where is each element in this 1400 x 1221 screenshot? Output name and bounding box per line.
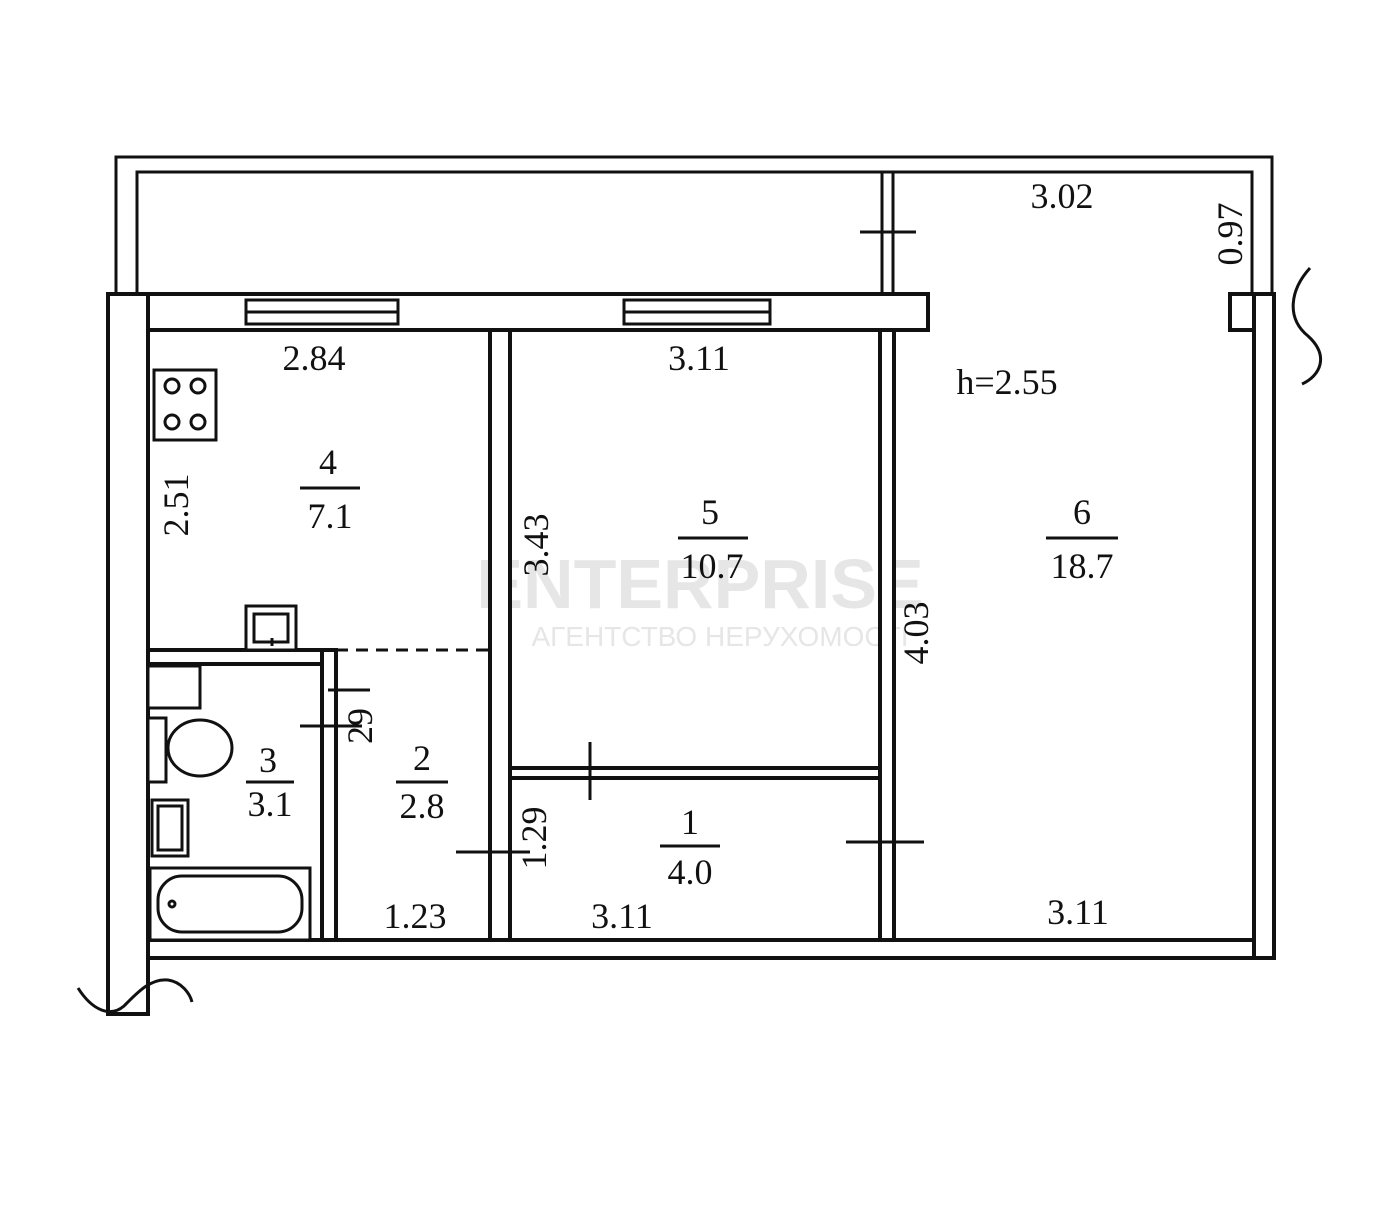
dim-kitchen-width: 2.84 bbox=[283, 338, 346, 378]
kitchen-sink-icon bbox=[244, 604, 298, 652]
dim-room6-width-bottom: 3.11 bbox=[1047, 892, 1109, 932]
room-number: 1 bbox=[681, 802, 699, 842]
watermark-brand: ENTERPRISE bbox=[476, 545, 923, 623]
watermark-tagline: АГЕНТСТВО НЕРУХОМОСТІ bbox=[531, 621, 908, 652]
balcony bbox=[114, 155, 1274, 300]
room-number: 3 bbox=[259, 740, 277, 780]
dimension-labels: 2.84 3.11 3.02 0.97 2.51 3.43 4.03 29 1.… bbox=[156, 176, 1250, 936]
room-number: 4 bbox=[319, 442, 337, 482]
interior-walls bbox=[146, 328, 896, 942]
outer-walls bbox=[106, 292, 1276, 1016]
entrance-marks bbox=[76, 266, 1322, 1014]
dim-room5-width: 3.11 bbox=[668, 338, 730, 378]
room-2-label: 2 2.8 bbox=[396, 738, 448, 826]
bath-sink-icon bbox=[150, 798, 190, 858]
room-5-label: 5 10.7 bbox=[678, 492, 748, 586]
room-area: 2.8 bbox=[400, 786, 445, 826]
dim-balcony-depth: 0.97 bbox=[1210, 203, 1250, 266]
dim-room6-width-top: 3.02 bbox=[1031, 176, 1094, 216]
room-area: 10.7 bbox=[681, 546, 744, 586]
toilet-icon bbox=[146, 716, 234, 784]
room-number: 5 bbox=[701, 492, 719, 532]
watermark: ENTERPRISE АГЕНТСТВО НЕРУХОМОСТІ bbox=[476, 545, 923, 652]
windows bbox=[244, 298, 772, 326]
dim-room5-depth: 3.43 bbox=[516, 514, 556, 577]
dim-hall-width: 3.11 bbox=[591, 896, 653, 936]
dim-hall-depth: 1.29 bbox=[514, 807, 554, 870]
room-area: 3.1 bbox=[248, 784, 293, 824]
room-3-label: 3 3.1 bbox=[246, 740, 294, 824]
ceiling-height-label: h=2.55 bbox=[956, 362, 1057, 402]
room-number: 2 bbox=[413, 738, 431, 778]
room-labels: 1 4.0 2 2.8 3 3.1 4 7.1 5 10.7 6 18.7 bbox=[246, 442, 1118, 892]
dim-room6-depth: 4.03 bbox=[896, 602, 936, 665]
cabinet-icon bbox=[146, 664, 202, 710]
room-area: 18.7 bbox=[1051, 546, 1114, 586]
dim-corridor-width: 1.23 bbox=[384, 896, 447, 936]
room-number: 6 bbox=[1073, 492, 1091, 532]
room-1-label: 1 4.0 bbox=[660, 802, 720, 892]
stove-icon bbox=[152, 368, 218, 442]
room-4-label: 4 7.1 bbox=[300, 442, 360, 536]
room-6-label: 6 18.7 bbox=[1046, 492, 1118, 586]
bathtub-icon bbox=[148, 866, 312, 942]
room-area: 7.1 bbox=[308, 496, 353, 536]
room-area: 4.0 bbox=[668, 852, 713, 892]
door-markers bbox=[300, 688, 924, 854]
dim-kitchen-depth: 2.51 bbox=[156, 474, 196, 537]
dim-bath-label: 29 bbox=[340, 708, 380, 744]
